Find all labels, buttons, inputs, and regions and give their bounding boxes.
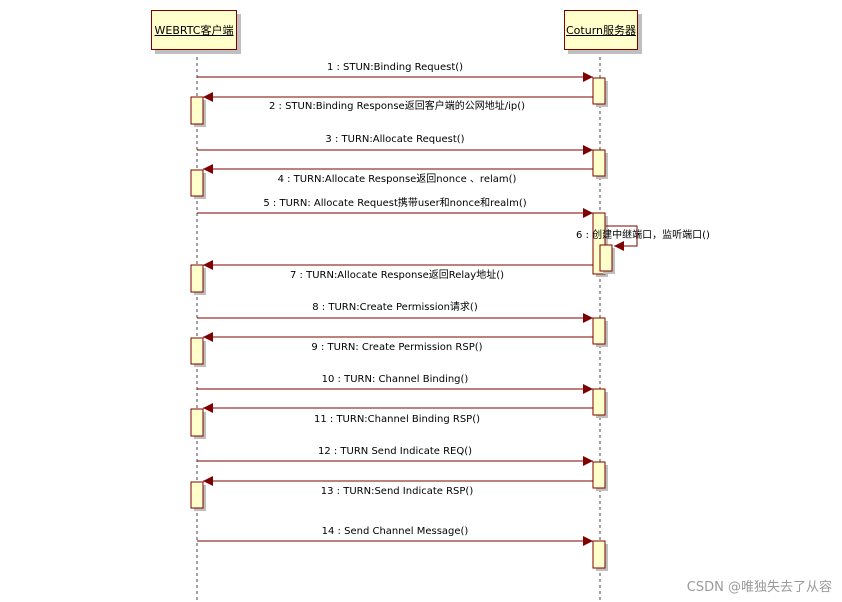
message-label: 8 : TURN:Create Permission请求() <box>312 302 478 313</box>
message-label: 5 : TURN: Allocate Request携带user和nonce和r… <box>263 198 527 209</box>
activation-box <box>190 408 204 437</box>
activation-box <box>190 481 204 509</box>
message-label: 2 : STUN:Binding Response返回客户端的公网地址/ip() <box>268 101 526 112</box>
message-label: 1 : STUN:Binding Request() <box>326 62 464 73</box>
message-label: 12 : TURN Send Indicate REQ() <box>317 446 473 457</box>
activation-box <box>592 461 606 489</box>
message-label: 14 : Send Channel Message() <box>321 526 469 537</box>
activation-box <box>599 244 613 272</box>
message-arrow-self <box>606 225 638 251</box>
activation-box <box>190 169 204 197</box>
activation-box <box>592 77 606 105</box>
message-label: 9 : TURN: Create Permission RSP() <box>311 342 483 353</box>
message-label: 10 : TURN: Channel Binding() <box>321 374 469 385</box>
message-label: 11 : TURN:Channel Binding RSP() <box>313 414 481 425</box>
csdn-watermark: CSDN @唯独失去了从容 <box>686 580 832 595</box>
activation-box <box>592 317 606 345</box>
message-label: 6 : 创建中继端口，监听端口() <box>576 230 710 241</box>
activation-box <box>592 540 606 569</box>
message-label: 7 : TURN:Allocate Response返回Relay地址() <box>289 270 505 281</box>
actor-webrtc-client[interactable]: WEBRTC客户端 <box>151 10 237 50</box>
activation-box <box>592 149 606 177</box>
activation-box <box>190 96 204 125</box>
activation-box <box>190 337 204 365</box>
activation-box <box>592 388 606 416</box>
actor-coturn-server[interactable]: Coturn服务器 <box>564 10 638 50</box>
activation-box <box>190 264 204 293</box>
message-label: 13 : TURN:Send Indicate RSP() <box>320 486 474 497</box>
message-label: 3 : TURN:Allocate Request() <box>325 134 465 145</box>
message-label: 4 : TURN:Allocate Response返回nonce 、relam… <box>277 174 517 185</box>
